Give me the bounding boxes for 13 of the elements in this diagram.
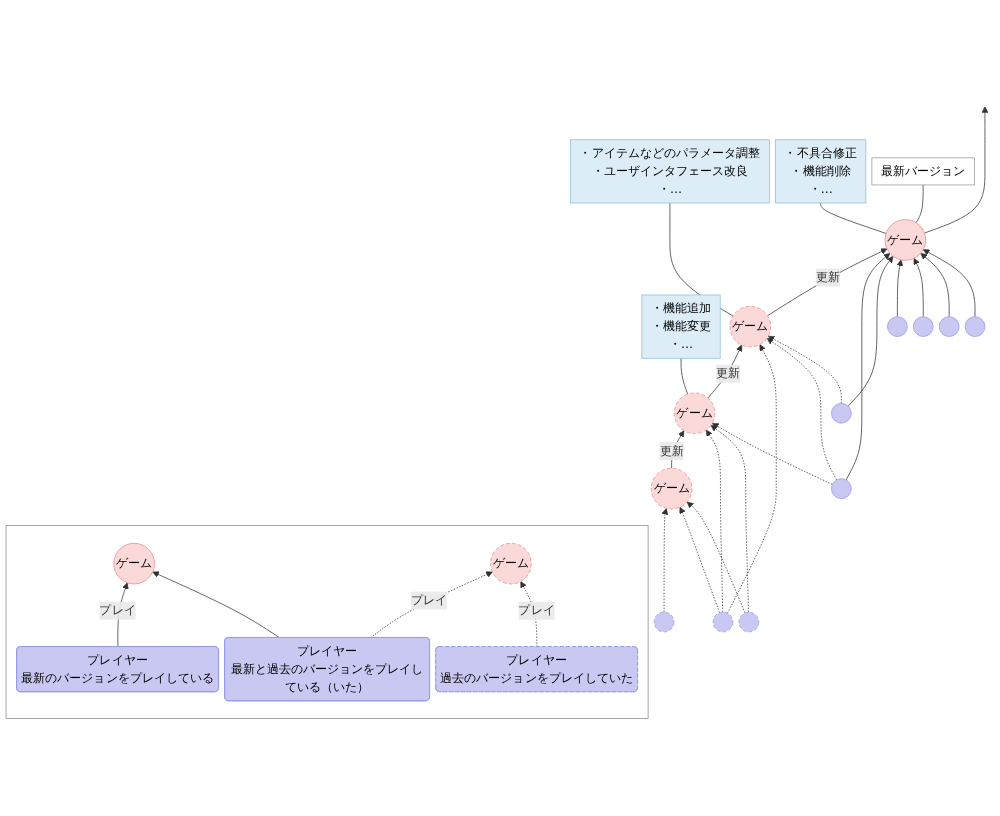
cluster <box>5 525 649 719</box>
node-circle <box>831 402 852 424</box>
node-circle <box>712 611 734 633</box>
node-circle <box>938 316 960 337</box>
node-circle <box>653 611 675 633</box>
connector <box>680 357 689 395</box>
node-circle <box>912 316 934 337</box>
connector <box>915 184 924 224</box>
node-circle <box>738 611 760 633</box>
node-circle <box>964 316 986 337</box>
node-circle <box>887 316 908 337</box>
connector <box>820 202 887 234</box>
node-circle <box>831 478 852 499</box>
